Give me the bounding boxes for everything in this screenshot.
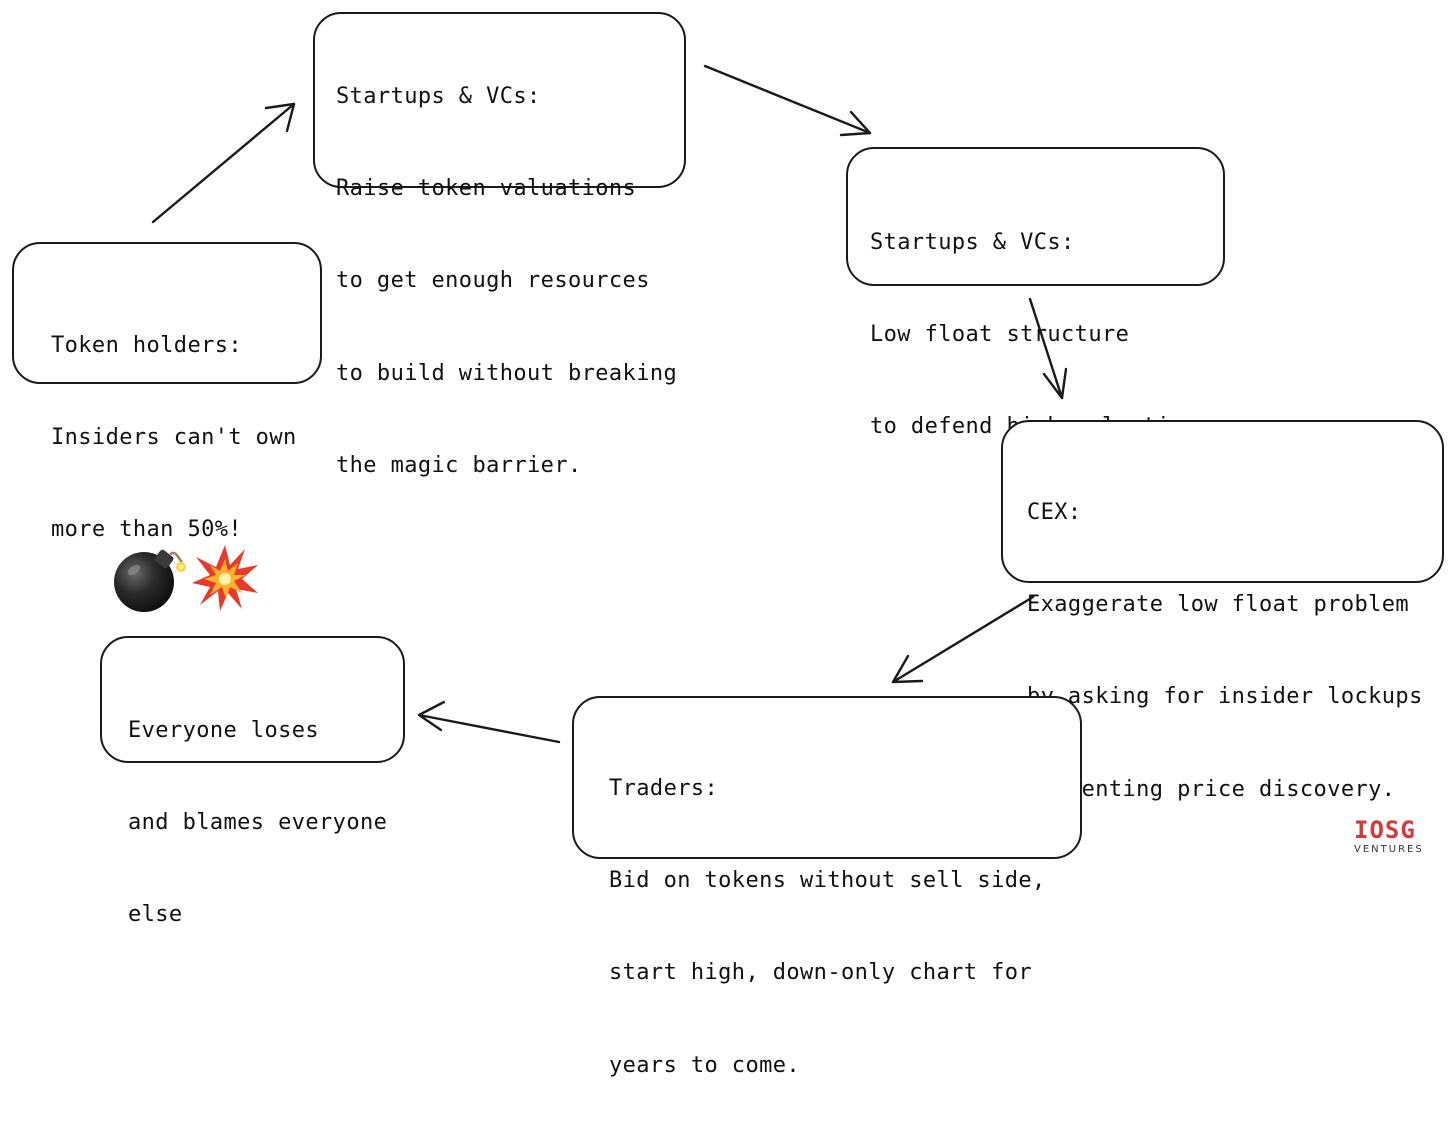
arrow-token-holders-to-startups-raise	[151, 102, 296, 224]
arrow-traders-to-everyone-loses	[417, 700, 561, 744]
node-line: else	[128, 902, 183, 928]
node-text: CEX: Exaggerate low float problem by ask…	[1027, 436, 1423, 867]
node-token-holders: Token holders: Insiders can't own more t…	[12, 242, 322, 542]
node-line: Exaggerate low float problem	[1027, 591, 1410, 617]
node-line: CEX:	[1027, 499, 1082, 525]
node-line: by asking for insider lockups	[1027, 684, 1423, 710]
node-line: Insiders can't own	[51, 424, 297, 450]
node-text: Token holders: Insiders can't own more t…	[51, 269, 297, 608]
node-line: to get enough resources	[336, 268, 650, 294]
node-line: start high, down-only chart for	[609, 960, 1032, 986]
node-text: Traders: Bid on tokens without sell side…	[609, 712, 1046, 1143]
node-line: years to come.	[609, 1052, 801, 1078]
node-line: preventing price discovery.	[1027, 776, 1396, 802]
arrow-startups-raise-to-low-float	[703, 64, 872, 137]
node-line: Traders:	[609, 775, 719, 801]
node-line: Everyone loses	[128, 717, 320, 743]
node-line: and blames everyone	[128, 809, 388, 835]
node-line: Startups & VCs:	[336, 83, 541, 109]
iosg-ventures-logo: IOSG VENTURES	[1354, 818, 1434, 858]
explosion-icon	[192, 545, 258, 611]
node-line: Startups & VCs:	[870, 229, 1075, 255]
node-text: Startups & VCs: Raise token valuations t…	[336, 20, 677, 544]
node-line: to build without breaking	[336, 360, 678, 386]
node-line: the magic barrier.	[336, 453, 582, 479]
arrow-cex-to-traders	[891, 595, 1035, 684]
node-text: Everyone loses and blames everyone else	[128, 654, 387, 993]
logo-subtitle: VENTURES	[1354, 844, 1424, 855]
node-traders: Traders: Bid on tokens without sell side…	[572, 696, 1082, 1078]
node-everyone-loses: Everyone loses and blames everyone else	[100, 636, 405, 927]
bomb-icon	[114, 549, 186, 612]
node-line: Low float structure	[870, 321, 1130, 347]
node-line: Token holders:	[51, 332, 243, 358]
node-line: more than 50%!	[51, 517, 243, 543]
logo-mark: IOSG	[1354, 816, 1416, 844]
node-startups-raise-valuations: Startups & VCs: Raise token valuations t…	[313, 12, 686, 478]
node-line: Raise token valuations	[336, 175, 637, 201]
node-cex: CEX: Exaggerate low float problem by ask…	[1001, 420, 1444, 802]
node-startups-low-float: Startups & VCs: Low float structure to d…	[846, 147, 1225, 439]
